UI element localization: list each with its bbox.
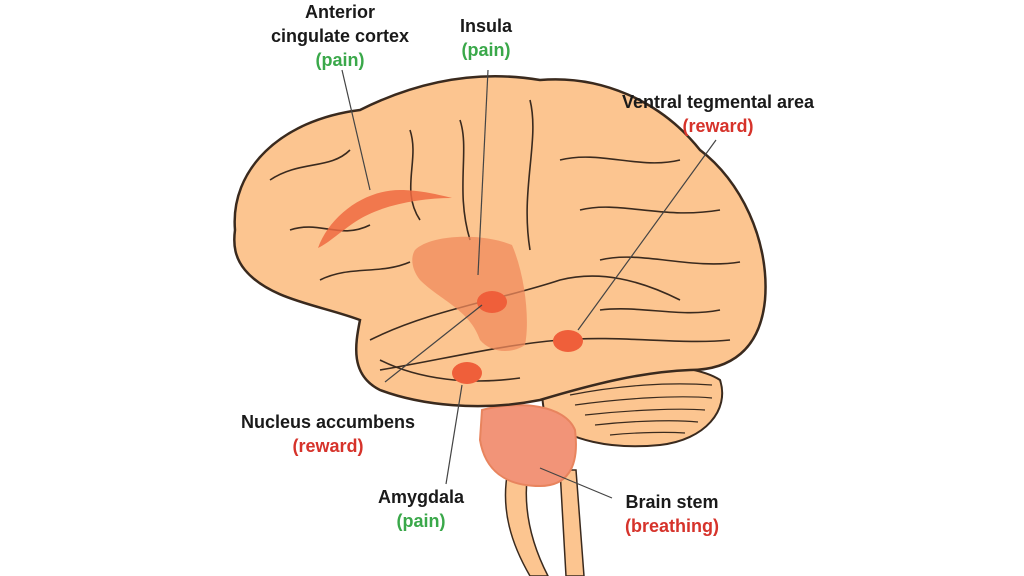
label-title: Ventral tegmental area bbox=[621, 92, 815, 112]
brain-stem bbox=[478, 404, 577, 488]
insula-region bbox=[412, 236, 527, 352]
leader-lines bbox=[341, 69, 717, 499]
label-title: Anterior bbox=[304, 2, 376, 22]
sulci bbox=[269, 99, 741, 382]
label-function: (pain) bbox=[396, 511, 446, 531]
insula-spot bbox=[477, 291, 507, 313]
label-function: (pain) bbox=[461, 40, 511, 60]
label-title: Insula bbox=[459, 16, 513, 36]
spinal-cord bbox=[504, 469, 549, 576]
amygdala-spot bbox=[452, 362, 482, 384]
label-insula: Insula (pain) bbox=[460, 14, 512, 62]
label-brain-stem: Brain stem (breathing) bbox=[625, 490, 719, 538]
label-nucleus-accumbens: Nucleus accumbens (reward) bbox=[241, 410, 415, 458]
label-function: (breathing) bbox=[625, 516, 719, 536]
label-function: (reward) bbox=[292, 436, 364, 456]
label-title: Brain stem bbox=[625, 492, 719, 512]
label-anterior-cingulate-cortex: Anterior cingulate cortex (pain) bbox=[271, 0, 409, 72]
spinal-cord-right bbox=[559, 469, 585, 576]
cerebellum-folds bbox=[569, 383, 713, 436]
label-title: cingulate cortex bbox=[270, 26, 410, 46]
label-ventral-tegmental-area: Ventral tegmental area (reward) bbox=[622, 90, 814, 138]
label-title: Nucleus accumbens bbox=[240, 412, 416, 432]
label-title: Amygdala bbox=[377, 487, 465, 507]
label-function: (pain) bbox=[315, 50, 365, 70]
label-amygdala: Amygdala (pain) bbox=[378, 485, 464, 533]
label-function: (reward) bbox=[682, 116, 754, 136]
anterior-cingulate-region bbox=[318, 190, 452, 248]
vta-spot bbox=[553, 330, 583, 352]
